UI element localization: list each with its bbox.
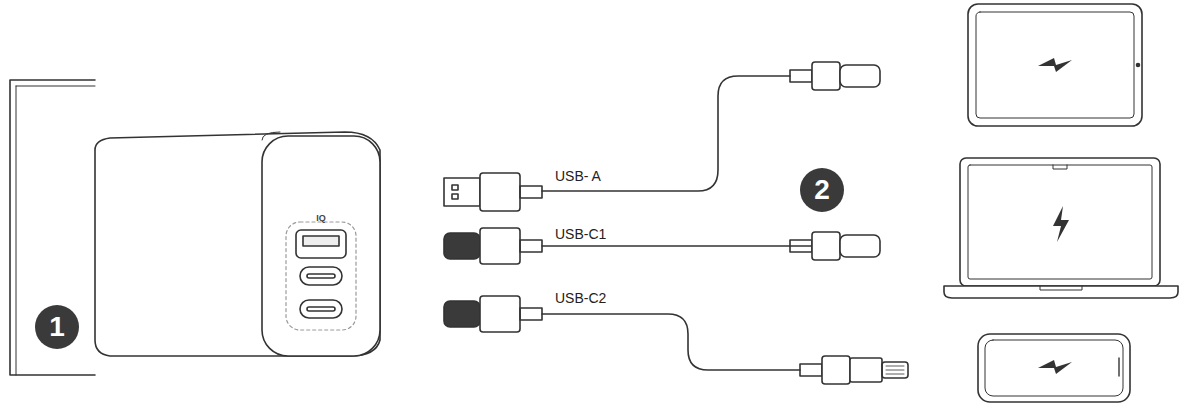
- usb-c2-cable: [444, 296, 908, 384]
- port-label: USB-C2: [555, 290, 606, 306]
- laptop: [944, 158, 1178, 298]
- tablet: [968, 4, 1142, 126]
- port-label: USB- A: [555, 168, 601, 184]
- charger-body: [95, 132, 380, 356]
- usb-c1-cable: [444, 228, 880, 264]
- usb-a-cable: [444, 62, 880, 211]
- usb-a-port: [296, 230, 346, 258]
- brand-mark: IQ: [316, 213, 326, 223]
- callout-number: 2: [800, 168, 844, 212]
- port-label: USB-C1: [555, 226, 606, 242]
- callout-number: 1: [35, 305, 79, 349]
- phone: [978, 334, 1130, 402]
- charger-face: [262, 136, 380, 356]
- usb-c-port: [300, 300, 342, 318]
- wall: [10, 80, 95, 375]
- usb-c-port: [300, 267, 342, 285]
